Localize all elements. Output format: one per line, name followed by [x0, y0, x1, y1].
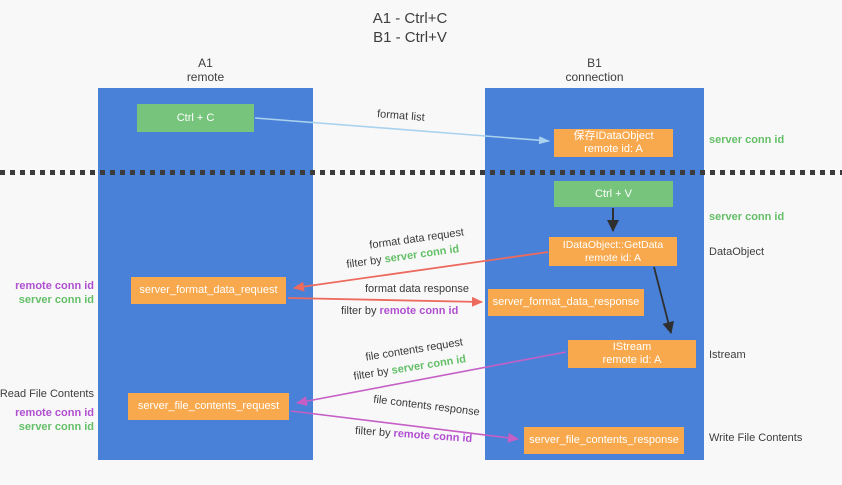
- label-istream: Istream: [709, 349, 746, 361]
- label-write-file-contents: Write File Contents: [709, 432, 803, 444]
- node-istream-title: IStream: [612, 341, 652, 353]
- remote-conn-id-text: remote conn id: [379, 305, 459, 317]
- node-save-idataobject: 保存IDataObject remote id: A: [554, 129, 673, 157]
- arrow-format-data-response: [287, 296, 483, 307]
- label-format-list: format list: [376, 108, 426, 124]
- filter-by-text: filter by: [354, 424, 391, 440]
- phase-divider-dotted-line: [0, 170, 842, 175]
- label-server-conn-id-left-1: server conn id: [18, 294, 94, 306]
- node-server-file-contents-response-label: server_file_contents_response: [529, 434, 679, 446]
- column-a-id: A1: [198, 56, 213, 70]
- label-remote-conn-id-left-2: remote conn id: [15, 407, 94, 419]
- label-filter-by-server-conn-id-1: filter byserver conn id: [346, 243, 460, 271]
- remote-conn-id-text: remote conn id: [393, 427, 473, 446]
- title-line-1: A1 - Ctrl+C: [372, 10, 448, 27]
- column-a-header: A1 remote: [98, 56, 313, 84]
- node-server-format-data-response: server_format_data_response: [488, 289, 644, 316]
- node-ctrl-c-label: Ctrl + C: [176, 111, 215, 124]
- node-ctrl-v-label: Ctrl + V: [595, 187, 632, 200]
- left-conn-id-block-1: remote conn id server conn id: [15, 279, 94, 307]
- node-istream: IStream remote id: A: [568, 340, 696, 368]
- node-save-idataobject-remote-id: remote id: A: [584, 143, 643, 155]
- node-server-file-contents-response: server_file_contents_response: [524, 427, 684, 454]
- diagram-title: A1 - Ctrl+C B1 - Ctrl+V: [0, 9, 820, 47]
- title-line-2: B1 - Ctrl+V: [373, 29, 447, 46]
- label-read-file-contents: Read File Contents: [0, 388, 94, 400]
- left-conn-id-block-2: Read File Contents remote conn id server…: [0, 387, 94, 434]
- filter-by-text: filter by: [352, 365, 390, 383]
- node-ctrl-c: Ctrl + C: [137, 104, 254, 132]
- node-server-file-contents-request-label: server_file_contents_request: [137, 400, 280, 412]
- node-idataobject-getdata-remote-id: remote id: A: [584, 251, 642, 264]
- node-ctrl-v: Ctrl + V: [554, 181, 673, 207]
- node-idataobject-getdata: IDataObject::GetData remote id: A: [549, 237, 677, 266]
- column-a-name: remote: [186, 70, 225, 84]
- node-server-format-data-response-label: server_format_data_response: [492, 296, 640, 308]
- label-remote-conn-id-left-1: remote conn id: [15, 280, 94, 292]
- label-file-contents-response: file contents response: [372, 393, 481, 419]
- label-server-conn-id-right-mid: server conn id: [709, 211, 785, 223]
- node-server-format-data-request-label: server_format_data_request: [139, 284, 278, 296]
- node-save-idataobject-title: 保存IDataObject: [573, 130, 654, 142]
- column-b-id: B1: [587, 56, 602, 70]
- column-b-header: B1 connection: [485, 56, 704, 84]
- node-server-file-contents-request: server_file_contents_request: [128, 393, 289, 420]
- filter-by-text: filter by: [341, 305, 377, 317]
- label-server-conn-id-right-top: server conn id: [709, 134, 785, 146]
- label-dataobject: DataObject: [709, 246, 765, 258]
- label-format-data-response: format data response: [365, 283, 469, 295]
- node-server-format-data-request: server_format_data_request: [131, 277, 286, 304]
- node-istream-remote-id: remote id: A: [602, 354, 662, 366]
- column-b-name: connection: [565, 70, 624, 84]
- label-server-conn-id-left-2: server conn id: [18, 421, 94, 433]
- filter-by-text: filter by: [345, 254, 383, 271]
- node-idataobject-getdata-title: IDataObject::GetData: [562, 238, 664, 251]
